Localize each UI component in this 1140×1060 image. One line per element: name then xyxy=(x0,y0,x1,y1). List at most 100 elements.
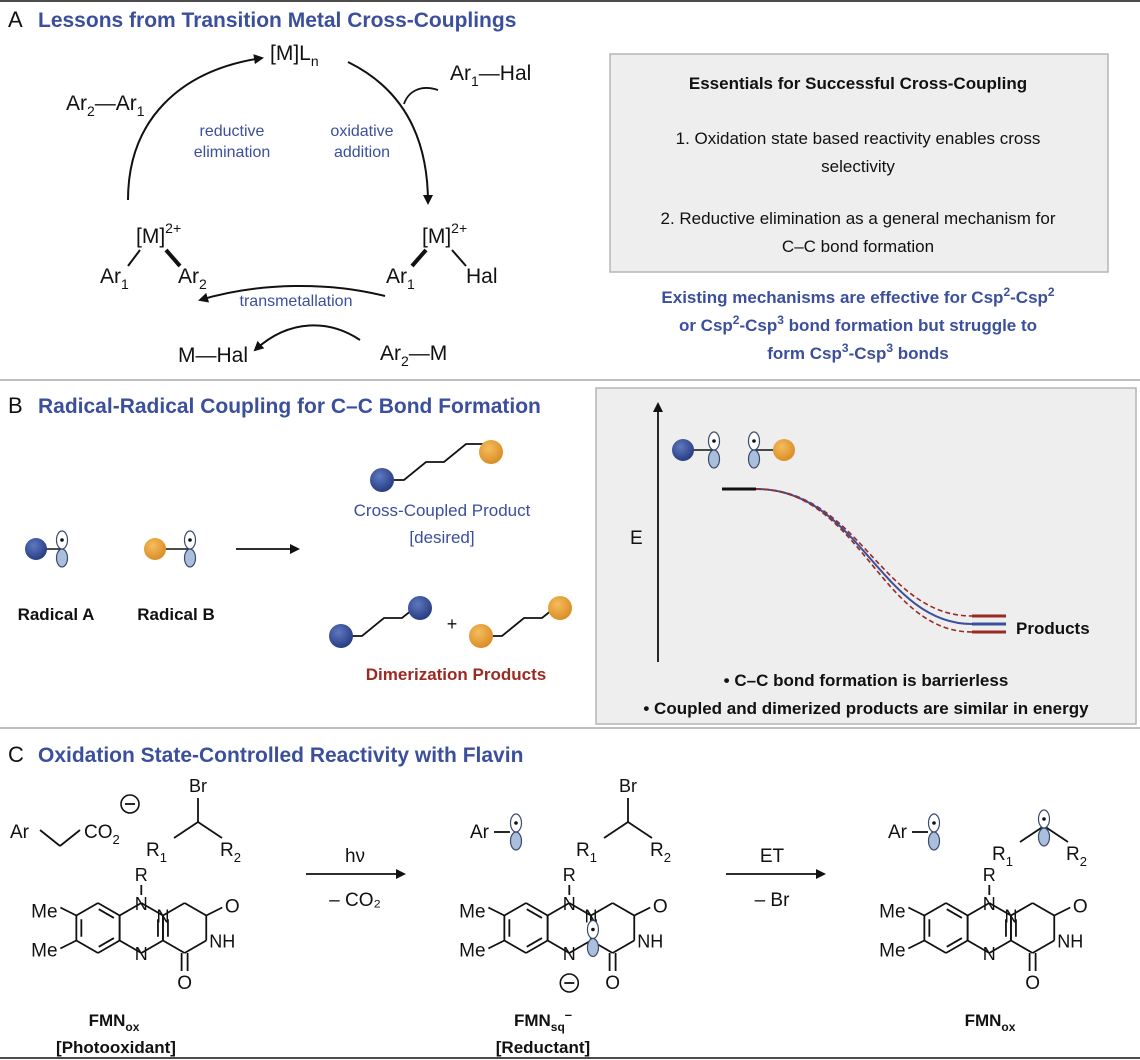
energy-radicals-icon xyxy=(672,431,795,469)
cross-coupled-label-1: Cross-Coupled Product xyxy=(354,501,531,520)
o-top-1: O xyxy=(225,897,240,918)
aryl-label-1: Ar xyxy=(470,822,490,843)
fmn-sq-label: FMNsq– xyxy=(514,1007,572,1034)
essentials-item2-line1: 2. Reductive elimination as a general me… xyxy=(661,209,1056,228)
radical-b-sphere xyxy=(144,538,166,560)
cross-coupled-product xyxy=(370,440,503,492)
co2-label: CO2 xyxy=(84,822,120,847)
bond-left-ar2 xyxy=(164,248,182,268)
r1-3: R1 xyxy=(992,844,1013,869)
aryl-orbital-1 xyxy=(509,813,523,851)
n5-2: N xyxy=(563,944,576,964)
plus-sign: + xyxy=(447,614,458,634)
fmn-ox-label-1: FMNox xyxy=(89,1011,140,1034)
step-re-line2: elimination xyxy=(194,144,270,161)
step-re-line1: reductive xyxy=(200,123,265,140)
r-group-3: R xyxy=(983,865,996,885)
aryl-radical-2: Ar xyxy=(888,813,941,851)
energy-bullet-2: • Coupled and dimerized products are sim… xyxy=(643,699,1089,718)
ar2m-label: Ar2—M xyxy=(380,342,447,369)
m2-left: [M]2+ xyxy=(136,220,181,248)
note-line1: Existing mechanisms are effective for Cs… xyxy=(661,285,1055,307)
o-top-3: O xyxy=(1073,897,1088,918)
mhal-label: M—Hal xyxy=(178,344,248,367)
radical-b-label: Radical B xyxy=(137,605,214,624)
energy-bullet-1: • C–C bond formation is barrierless xyxy=(724,671,1009,690)
r-group-1: R xyxy=(135,865,148,885)
essentials-item1-line1: 1. Oxidation state based reactivity enab… xyxy=(676,129,1041,148)
cycle-arrow-re xyxy=(127,54,264,201)
br-2: Br xyxy=(619,776,637,796)
bond-right-hal xyxy=(451,249,467,267)
products-label: Products xyxy=(1016,619,1090,638)
dimer-orange xyxy=(469,596,572,648)
et-label: ET xyxy=(760,846,785,867)
cycle-arrow-oa xyxy=(347,61,433,205)
nh-2: NH xyxy=(637,932,663,952)
r1-2: R1 xyxy=(576,840,597,865)
energy-curve-red-upper xyxy=(755,488,973,617)
essentials-box xyxy=(609,53,1109,273)
carboxylate-charge xyxy=(120,794,140,814)
bond-right-ar1 xyxy=(410,248,428,268)
methyl-bottom-3: Me xyxy=(879,941,905,962)
note-line3: form Csp3-Csp3 bonds xyxy=(767,341,949,363)
methyl-top-1: Me xyxy=(31,902,57,923)
photooxidant-label: [Photooxidant] xyxy=(56,1038,176,1057)
essentials-heading: Essentials for Successful Cross-Coupling xyxy=(689,74,1027,93)
methyl-top-3: Me xyxy=(879,902,905,923)
dimer-blue xyxy=(329,596,432,648)
cycle-arrow-tm xyxy=(198,285,386,303)
nh-3: NH xyxy=(1057,932,1083,952)
radical-a xyxy=(25,530,69,568)
methyl-bottom-1: Me xyxy=(31,941,57,962)
n10-2: N xyxy=(563,894,576,914)
aryl-label-2: Ar xyxy=(888,822,908,843)
methyl-top-2: Me xyxy=(459,902,485,923)
ar-co2-ar: Ar xyxy=(10,822,30,843)
n10-3: N xyxy=(983,894,996,914)
ar1hal-in-arrow xyxy=(403,87,439,105)
panel-a: A Lessons from Transition Metal Cross-Co… xyxy=(8,7,1109,369)
r1-1: R1 xyxy=(146,840,167,865)
fmn-ox-label-2: FMNox xyxy=(965,1011,1016,1034)
r2-1: R2 xyxy=(220,840,241,865)
br-loss-label: – Br xyxy=(755,890,791,911)
panel-c: C Oxidation State-Controlled Reactivity … xyxy=(8,742,523,767)
o-bottom-2: O xyxy=(605,973,620,994)
note-line2: or Csp2-Csp3 bond formation but struggle… xyxy=(679,313,1037,335)
step-oa-line2: addition xyxy=(334,144,390,161)
n1-3: N xyxy=(1004,907,1017,927)
catalyst-label: [M]Ln xyxy=(270,42,319,69)
left-ar1: Ar1 xyxy=(100,265,129,292)
aryl-radical-1: Ar xyxy=(470,813,523,851)
cross-coupled-label-2: [desired] xyxy=(409,528,474,547)
r-group-2: R xyxy=(563,865,576,885)
panel-b: B Radical-Radical Coupling for C–C Bond … xyxy=(8,387,1137,725)
radical-a-label: Radical A xyxy=(18,605,95,624)
nh-1: NH xyxy=(209,932,235,952)
radical-b xyxy=(144,530,197,568)
step-oa-line1: oxidative xyxy=(330,123,393,140)
left-ar2: Ar2 xyxy=(178,265,207,292)
right-hal: Hal xyxy=(466,265,498,288)
n5-3: N xyxy=(983,944,996,964)
bond-left-ar1 xyxy=(127,249,141,267)
energy-curve-blue xyxy=(755,488,973,625)
m2-right: [M]2+ xyxy=(422,220,467,248)
flavin-sq-orbital xyxy=(586,919,600,958)
r2-2: R2 xyxy=(650,840,671,865)
aryl-orbital-2 xyxy=(927,813,941,851)
n5-1: N xyxy=(135,944,148,964)
n10-1: N xyxy=(135,894,148,914)
right-ar1: Ar1 xyxy=(386,265,415,292)
panel-c-letter: C xyxy=(8,742,24,767)
panel-b-title: Radical-Radical Coupling for C–C Bond Fo… xyxy=(38,395,541,418)
